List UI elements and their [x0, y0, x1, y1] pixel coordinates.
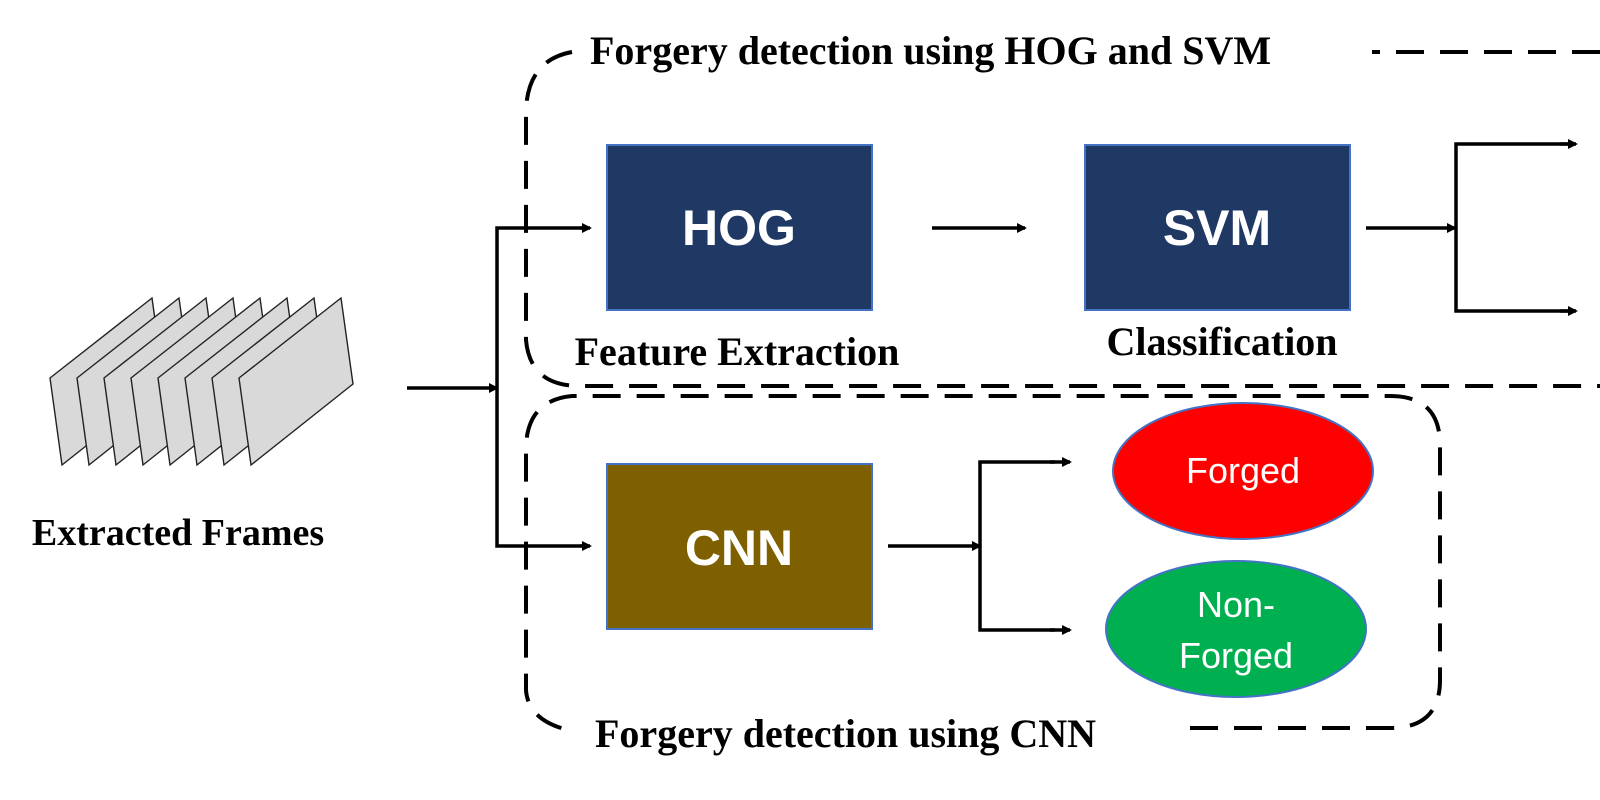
input-split-line — [495, 226, 585, 548]
cnn-box — [606, 463, 873, 630]
hog-svm-title: Forgery detection using HOG and SVM — [590, 28, 1271, 73]
extracted-frames-label: Extracted Frames — [32, 512, 324, 554]
svm-split-line — [1454, 142, 1574, 313]
cnn-split-line — [978, 460, 1055, 632]
cnn-title: Forgery detection using CNN — [595, 711, 1096, 756]
stacked-frames-icon — [49, 296, 354, 467]
cnn-border — [524, 394, 1442, 732]
non-forged-label-line1: Non- — [1197, 584, 1275, 625]
cnn-region: Forgery detection using CNN CNN Forged N… — [524, 394, 1442, 756]
hog-label: HOG — [682, 200, 796, 256]
non-forged-label-line2: Forged — [1179, 635, 1293, 676]
forged-label: Forged — [1186, 450, 1300, 491]
cnn-label: CNN — [685, 520, 793, 576]
svm-box — [1084, 144, 1351, 311]
hog-box — [606, 144, 873, 311]
hog-svm-border — [524, 50, 1600, 388]
non-forged-output — [1105, 560, 1367, 698]
hog-svm-region: Forgery detection using HOG and SVM HOG … — [524, 28, 1600, 388]
classification-caption: Classification — [1106, 319, 1337, 364]
svm-label: SVM — [1163, 200, 1271, 256]
forged-output — [1112, 402, 1374, 540]
frame-8 — [238, 296, 354, 467]
feature-extraction-caption: Feature Extraction — [575, 329, 900, 374]
